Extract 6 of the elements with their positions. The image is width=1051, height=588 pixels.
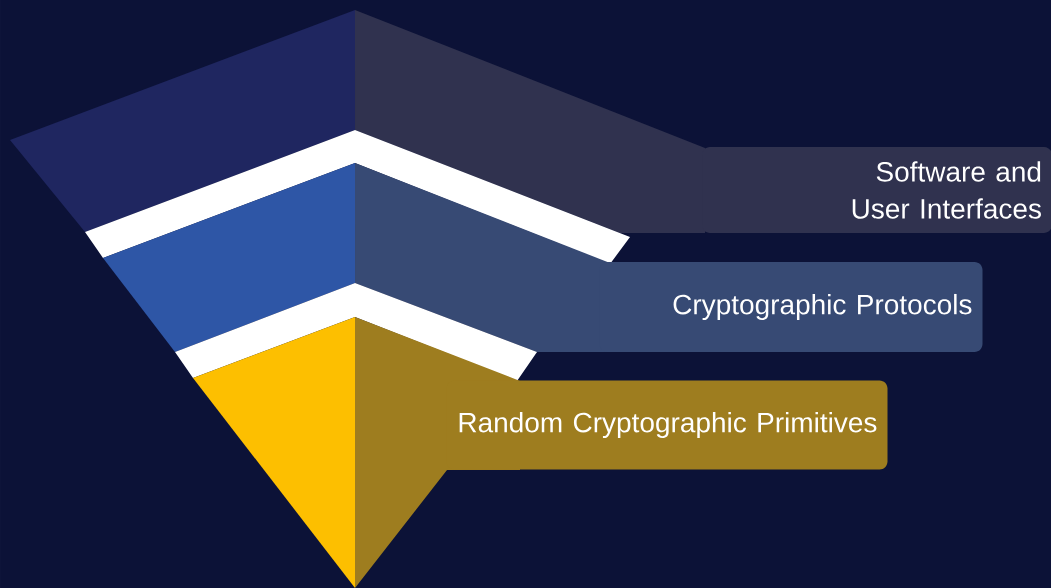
node-label: Cryptographic Protocols xyxy=(673,293,972,321)
node-label: Software and User Interfaces xyxy=(852,161,1041,219)
label-box: Random Cryptographic Primitives xyxy=(446,380,888,470)
label-box: Software and User Interfaces xyxy=(702,147,1051,233)
node-label: Random Cryptographic Primitives xyxy=(459,411,877,439)
label-box: Cryptographic Protocols xyxy=(599,262,983,352)
